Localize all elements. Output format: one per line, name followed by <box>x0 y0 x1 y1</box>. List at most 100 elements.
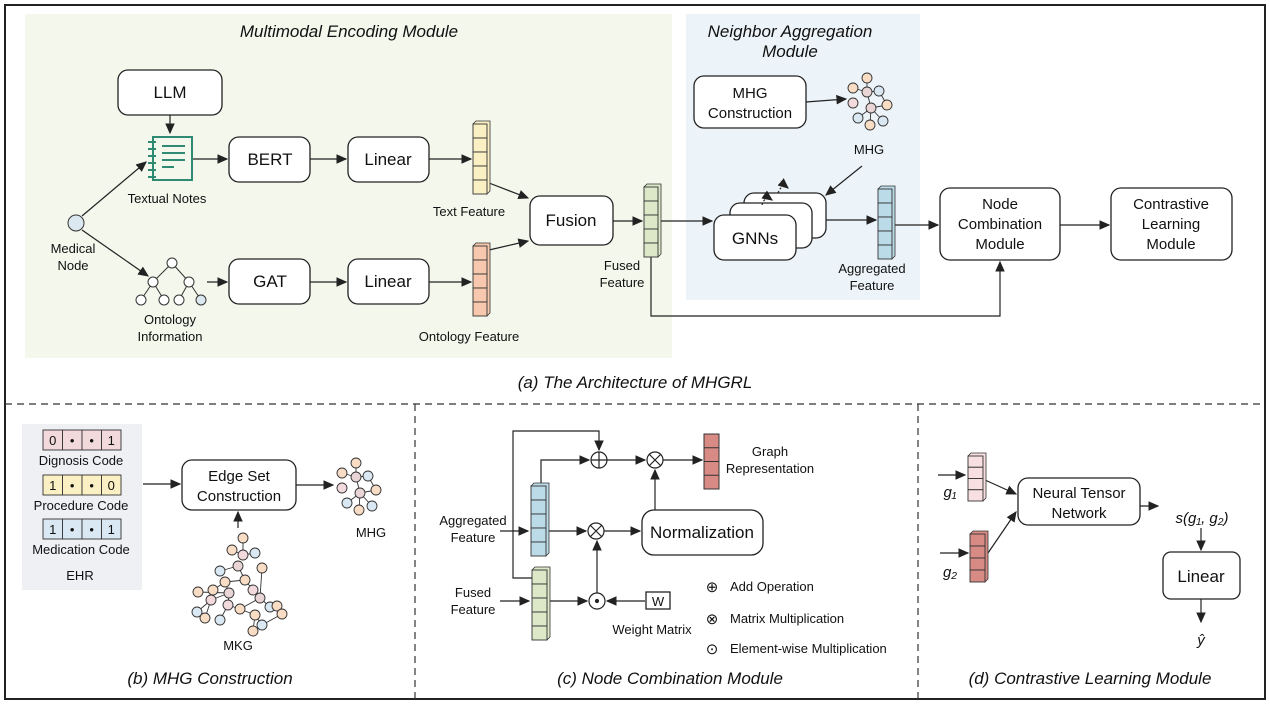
graph-node <box>226 544 238 556</box>
graph-node <box>199 612 211 624</box>
graph-node <box>191 606 203 618</box>
graph-node <box>219 576 231 588</box>
vector-cell <box>472 179 488 195</box>
fused-feature-vector <box>643 183 662 258</box>
encoding-module-title: Multimodal Encoding Module <box>240 22 458 41</box>
weight-matrix-symbol: W <box>652 594 665 609</box>
llm-label: LLM <box>153 83 186 102</box>
code-cell-value: 1 <box>49 522 56 537</box>
score-label: s(g₁, g₂) <box>1176 510 1229 527</box>
vector-cell <box>530 541 547 557</box>
graph-node <box>350 457 362 469</box>
g1-label: g₁ <box>943 484 956 501</box>
vector-cell <box>530 527 547 543</box>
y-hat-label: ŷ <box>1196 632 1206 649</box>
vector-cell <box>472 245 488 261</box>
weight-matrix-box <box>645 591 671 610</box>
arrows-a <box>81 94 1111 317</box>
graph-representation-label: Representation <box>726 461 814 476</box>
ontology-info-label: Ontology <box>144 312 197 327</box>
linear-label: Linear <box>364 150 412 169</box>
g2-label: g₂ <box>943 564 957 581</box>
graph-node <box>237 532 249 544</box>
legend-label: Element-wise Multiplication <box>730 641 887 656</box>
code-cell-value: 1 <box>49 478 56 493</box>
arrows-d <box>938 470 1206 624</box>
graph-node <box>341 497 353 509</box>
medical-node-label: Node <box>57 258 88 273</box>
node-combination-label: Module <box>975 236 1024 253</box>
graph-node <box>249 609 261 621</box>
vector-cell <box>969 557 986 571</box>
normalization-label: Normalization <box>650 523 754 542</box>
operator-symbol-icon: ⊙ <box>706 641 719 658</box>
mkg-icon <box>191 532 288 637</box>
code-cell-value: 0 <box>108 478 115 493</box>
vector-cell <box>877 230 893 246</box>
fused-feature-vector <box>531 566 551 641</box>
gnns-box <box>713 214 797 261</box>
ehr-label: EHR <box>66 568 93 583</box>
medical-node-label: Medical <box>51 241 96 256</box>
text-feature-label: Text Feature <box>433 204 505 219</box>
vector-cell <box>472 123 488 139</box>
arrows-c <box>500 430 704 606</box>
fused-feature-label: Fused <box>604 258 640 273</box>
contrastive-learning-label: Module <box>1146 236 1195 253</box>
code-cell-value: • <box>89 522 94 537</box>
fused-feature-label: Feature <box>600 275 645 290</box>
graph-node <box>881 99 893 111</box>
linear-label: Linear <box>364 272 412 291</box>
mhg-icon <box>336 457 382 516</box>
graph-node <box>877 115 889 127</box>
graph-representation-label: Graph <box>752 444 788 459</box>
operator-legend: ⊕Add Operation⊗Matrix Multiplication⊙Ele… <box>706 579 887 658</box>
code-cell-value: • <box>89 433 94 448</box>
outer-border <box>4 4 1266 700</box>
ehr-code-label: Dignosis Code <box>39 453 124 468</box>
graph-node <box>362 470 374 482</box>
graph-node <box>864 119 876 131</box>
graph-node <box>256 619 268 631</box>
vector-cell <box>877 216 893 232</box>
graph-node <box>223 587 235 599</box>
mhg-label: MHG <box>356 525 386 540</box>
text-feature-vector <box>472 120 491 195</box>
vector-cell <box>472 287 488 303</box>
graph-node <box>271 600 283 612</box>
vector-cell <box>472 301 488 317</box>
vector-cell <box>472 165 488 181</box>
vector-cell <box>967 455 984 468</box>
g1-vector <box>967 452 987 502</box>
edge-set-label: Edge Set <box>208 468 271 485</box>
ntn-label: Neural Tensor <box>1032 485 1125 502</box>
graph-node <box>370 484 382 496</box>
graph-node <box>214 614 226 626</box>
ontology-tree-icon <box>135 257 207 306</box>
aggregated-feature-vector <box>877 185 896 260</box>
node-combination-box <box>939 187 1061 261</box>
code-cell-value: 1 <box>108 433 115 448</box>
textual-notes-label: Textual Notes <box>128 191 207 206</box>
aggregation-module-title: Module <box>762 42 818 61</box>
notes-icon <box>148 136 193 181</box>
aggregated-feature-label: Aggregated <box>838 261 905 276</box>
legend-label: Add Operation <box>730 579 814 594</box>
ehr-code-label: Procedure Code <box>34 498 129 513</box>
linear-label: Linear <box>1177 567 1225 586</box>
code-cell-value: • <box>89 478 94 493</box>
gat-label: GAT <box>253 272 287 291</box>
graph-node <box>336 482 348 494</box>
medical-node-icon <box>67 214 85 232</box>
contrastive-learning-label: Contrastive <box>1133 196 1209 213</box>
graph-node <box>354 487 366 499</box>
aggregated-feature-label: Feature <box>451 530 496 545</box>
code-cell-value: • <box>70 522 75 537</box>
vector-cell <box>967 489 984 502</box>
ontology-feature-vector <box>472 242 491 317</box>
legend-item: ⊙ Element-wise Multiplication <box>706 641 887 658</box>
vector-cell <box>643 186 659 202</box>
